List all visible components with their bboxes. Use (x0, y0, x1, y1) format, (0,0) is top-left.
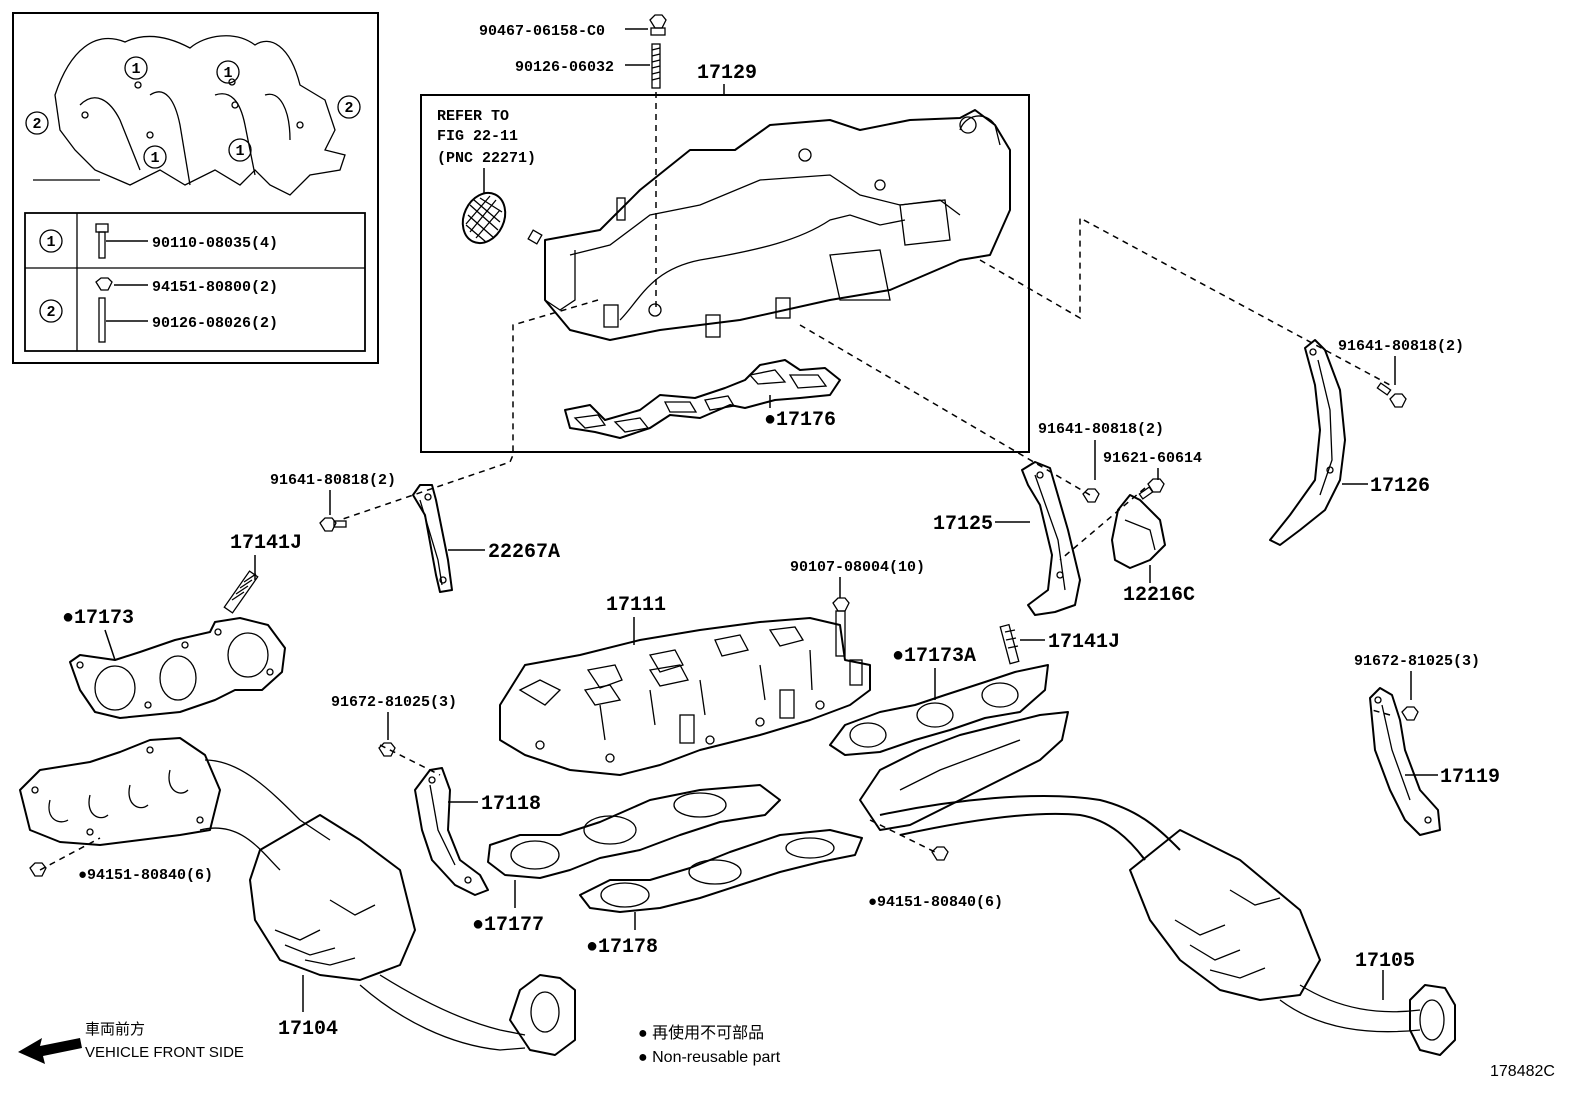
refer-note-line2: FIG 22-11 (437, 128, 518, 145)
label-17177: ●17177 (472, 914, 544, 937)
stud-17141J-left (223, 570, 259, 614)
exhaust-manifold-17104 (19, 737, 576, 1056)
bracket-17119 (1369, 687, 1441, 836)
stud-icon (98, 297, 106, 343)
label-94151-right: ●94151-80840(6) (868, 894, 1003, 911)
callout-1-c: 1 (143, 145, 167, 169)
bolt-91672-right (1401, 706, 1419, 721)
inset-legend: 1 1 1 1 2 2 1 90110-08035(4) 2 94151- (12, 12, 379, 364)
bracket-12216C (1111, 494, 1166, 569)
bracket-22267A (412, 484, 453, 593)
label-17173: ●17173 (62, 607, 134, 630)
gasket-17177 (487, 784, 781, 879)
label-17125: 17125 (933, 513, 993, 536)
nut-94151-right (931, 846, 949, 861)
label-17129: 17129 (697, 62, 757, 85)
label-91672-left: 91672-81025(3) (331, 694, 457, 711)
label-17173A: ●17173A (892, 645, 976, 668)
vehicle-front-indicator: 車両前方 VEHICLE FRONT SIDE (18, 1021, 244, 1064)
plenum-assembly-box: REFER TO FIG 22-11 (PNC 22271) ●1 (420, 94, 1030, 453)
label-22267A: 22267A (488, 541, 560, 564)
stud-90126 (651, 43, 661, 89)
table-row-1: 1 90110-08035(4) (39, 223, 278, 259)
bolt-91672-left (378, 742, 396, 757)
label-12216C: 12216C (1123, 584, 1195, 607)
row2-part-number-b: 90126-08026(2) (152, 315, 278, 332)
label-17176: ●17176 (764, 409, 836, 432)
gasket-17178 (579, 829, 863, 913)
bolt-91641-left (319, 517, 347, 532)
label-17141J-right: 17141J (1048, 631, 1120, 654)
label-94151-left: ●94151-80840(6) (78, 867, 213, 884)
label-17118: 17118 (481, 793, 541, 816)
callout-2-label: 2 (344, 100, 353, 117)
bolt-90107 (832, 597, 850, 657)
label-91641-left: 91641-80818(2) (270, 472, 396, 489)
row1-marker: 1 (46, 234, 55, 251)
label-91621: 91621-60614 (1103, 450, 1202, 467)
bracket-17118 (414, 767, 489, 896)
label-17178: ●17178 (586, 936, 658, 959)
bolt-91641-right (1376, 382, 1407, 408)
callout-1-a: 1 (124, 56, 148, 80)
row2-marker: 2 (46, 304, 55, 321)
bolt-91641-middle (1082, 488, 1100, 503)
bracket-17126 (1269, 339, 1346, 546)
gasket-17173A (829, 664, 1049, 756)
refer-note-line3: (PNC 22271) (437, 150, 536, 167)
label-17119: 17119 (1440, 766, 1500, 789)
direction-jp: 車両前方 (85, 1021, 145, 1038)
stud-17141J-right (999, 623, 1020, 665)
label-90126: 90126-06032 (515, 59, 614, 76)
nut-94151-left (29, 862, 47, 877)
label-90467: 90467-06158-C0 (479, 23, 605, 40)
bolt-91621 (1138, 478, 1165, 500)
note-jp: ● 再使用不可部品 (638, 1024, 764, 1042)
exhaust-manifold-17105 (859, 711, 1456, 1056)
nut-icon (95, 277, 113, 291)
table-row-2: 2 94151-80800(2) 90126-08026(2) (39, 277, 278, 343)
row1-part-number: 90110-08035(4) (152, 235, 278, 252)
bracket-17125 (1021, 461, 1081, 616)
gasket-17176 (564, 359, 841, 439)
label-90107: 90107-08004(10) (790, 559, 925, 576)
bolt-icon (95, 223, 109, 259)
refer-note-line1: REFER TO (437, 108, 509, 125)
callout-2-b: 2 (337, 95, 361, 119)
figure-id: 178482C (1490, 1063, 1555, 1080)
label-17105: 17105 (1355, 950, 1415, 973)
label-17111: 17111 (606, 594, 666, 617)
intake-manifold-17111 (499, 617, 871, 776)
callout-1-label: 1 (235, 143, 244, 160)
label-17126: 17126 (1370, 475, 1430, 498)
label-17104: 17104 (278, 1018, 338, 1041)
label-91641-middle: 91641-80818(2) (1038, 421, 1164, 438)
intake-screen-icon (461, 191, 507, 245)
callout-2-a: 2 (25, 111, 49, 135)
label-17141J-left: 17141J (230, 532, 302, 555)
callout-1-b: 1 (216, 60, 240, 84)
direction-en: VEHICLE FRONT SIDE (85, 1044, 244, 1061)
gasket-17173 (69, 617, 286, 719)
callout-1-label: 1 (223, 65, 232, 82)
callout-1-d: 1 (228, 138, 252, 162)
callout-1-label: 1 (150, 150, 159, 167)
note-en: ● Non-reusable part (638, 1049, 781, 1066)
label-91672-right: 91672-81025(3) (1354, 653, 1480, 670)
bolt-90467 (649, 14, 667, 36)
row2-part-number-a: 94151-80800(2) (152, 279, 278, 296)
label-91641-right: 91641-80818(2) (1338, 338, 1464, 355)
callout-1-label: 1 (131, 61, 140, 78)
callout-2-label: 2 (32, 116, 41, 133)
